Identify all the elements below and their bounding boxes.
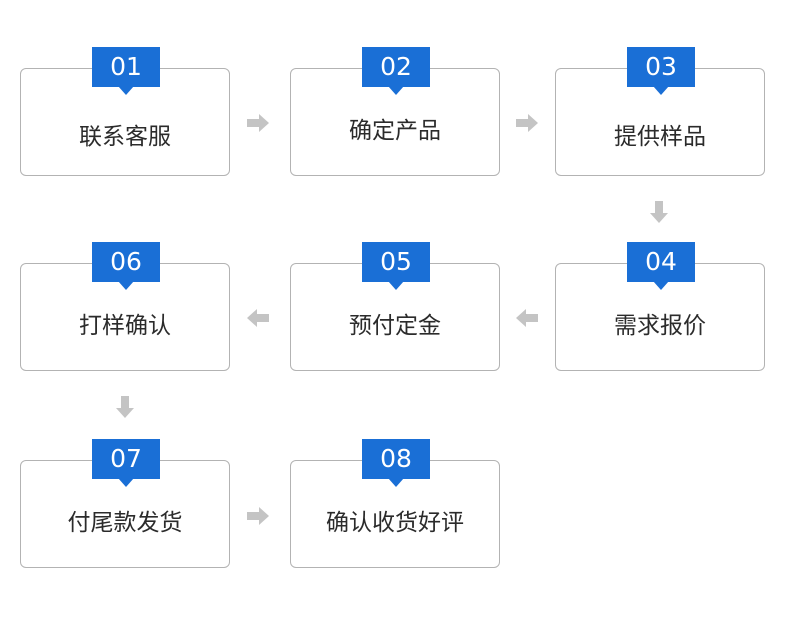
step-number-badge: 01 bbox=[92, 47, 160, 95]
step-number-badge: 05 bbox=[362, 242, 430, 290]
arrow-left-icon bbox=[247, 309, 269, 327]
step-label: 联系客服 bbox=[79, 124, 171, 150]
step-number-badge: 03 bbox=[627, 47, 695, 95]
step-label: 需求报价 bbox=[614, 313, 706, 339]
step-05: 05 预付定金 bbox=[290, 242, 500, 371]
arrow-right-icon bbox=[247, 114, 269, 132]
step-number-badge: 07 bbox=[92, 439, 160, 487]
arrow-down-icon bbox=[116, 396, 134, 418]
step-04: 04 需求报价 bbox=[555, 242, 765, 371]
step-03: 03 提供样品 bbox=[555, 47, 765, 176]
step-label: 预付定金 bbox=[349, 313, 441, 339]
step-label: 确定产品 bbox=[349, 118, 441, 144]
step-number-badge: 06 bbox=[92, 242, 160, 290]
step-label: 打样确认 bbox=[79, 313, 171, 339]
step-label: 付尾款发货 bbox=[67, 510, 183, 536]
step-label: 确认收货好评 bbox=[326, 510, 464, 536]
step-number-badge: 02 bbox=[362, 47, 430, 95]
step-01: 01 联系客服 bbox=[20, 47, 230, 176]
step-number-badge: 08 bbox=[362, 439, 430, 487]
arrow-down-icon bbox=[650, 201, 668, 223]
arrow-right-icon bbox=[516, 114, 538, 132]
step-07: 07 付尾款发货 bbox=[20, 439, 230, 568]
arrow-left-icon bbox=[516, 309, 538, 327]
step-02: 02 确定产品 bbox=[290, 47, 500, 176]
step-label: 提供样品 bbox=[614, 124, 706, 150]
arrow-right-icon bbox=[247, 507, 269, 525]
step-number-badge: 04 bbox=[627, 242, 695, 290]
step-06: 06 打样确认 bbox=[20, 242, 230, 371]
step-08: 08 确认收货好评 bbox=[290, 439, 500, 568]
